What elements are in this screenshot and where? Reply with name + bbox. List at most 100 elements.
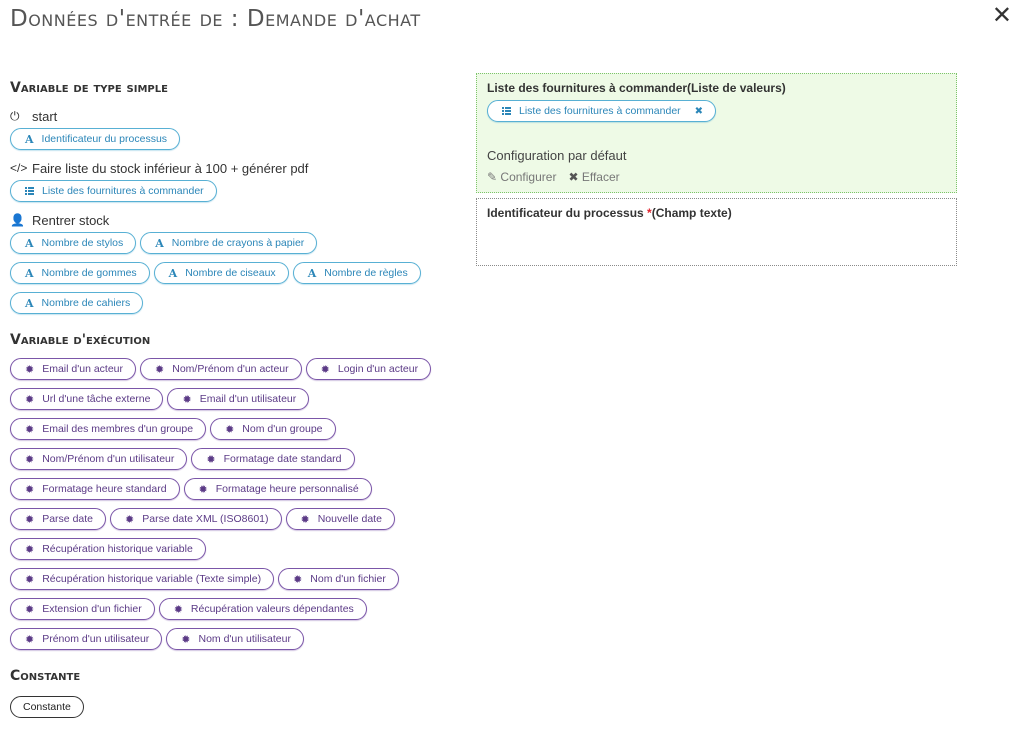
remove-icon[interactable]: ✖	[694, 105, 704, 117]
configure-button[interactable]: ✎ Configurer	[487, 170, 556, 184]
variable-chip[interactable]: A Nombre de ciseaux	[153, 262, 289, 284]
letter-a-icon: A	[25, 132, 34, 146]
clear-button[interactable]: ✖ Effacer	[568, 170, 619, 184]
page-title: Données d'entrée de : Demande d'achat	[10, 6, 421, 32]
execution-variable-chip[interactable]: ✹Récupération valeurs dépendantes	[158, 598, 367, 620]
id-panel-title: Identificateur du processus *(Champ text…	[487, 206, 946, 220]
execution-variable-chip[interactable]: ✹Nouvelle date	[285, 508, 395, 530]
gear-icon: ✹	[182, 393, 192, 406]
gear-icon: ✹	[25, 573, 35, 586]
clear-label: Effacer	[581, 170, 620, 184]
chip-label: Constante	[23, 701, 71, 713]
task-label: Faire liste du stock inférieur à 100 + g…	[32, 160, 309, 176]
execution-variable-chip[interactable]: ✹Email d'un utilisateur	[167, 388, 310, 410]
id-variable-panel[interactable]: Identificateur du processus *(Champ text…	[476, 198, 957, 266]
configure-label: Configurer	[500, 170, 557, 184]
chip-label: Login d'un acteur	[337, 363, 419, 375]
gear-icon: ✹	[198, 483, 208, 496]
letter-a-icon: A	[168, 266, 178, 280]
chip-label: Liste des fournitures à commander	[519, 105, 681, 117]
execution-variable-chip[interactable]: ✹ Nom d'un utilisateur	[166, 628, 304, 650]
chip-label: Nom d'un fichier	[310, 573, 386, 585]
gear-icon: ✹	[25, 393, 35, 406]
execution-variable-chip[interactable]: ✹Prénom d'un utilisateur	[10, 628, 163, 650]
gear-icon: ✹	[206, 453, 216, 466]
task-label-row: </> Faire liste du stock inférieur à 100 …	[10, 158, 460, 178]
variable-chip[interactable]: Liste des fournitures à commander	[10, 180, 217, 202]
execution-variable-chip[interactable]: ✹ Formatage date standard	[191, 448, 355, 470]
chip-label: Nombre de gommes	[41, 267, 137, 279]
execution-variable-chip[interactable]: ✹Nom d'un fichier	[278, 568, 399, 590]
power-icon: ⏻	[10, 108, 20, 123]
execution-variable-chip[interactable]: ✹Parse date XML (ISO8601)	[110, 508, 282, 530]
execution-variable-chip[interactable]: ✹ Récupération historique variable	[10, 538, 206, 560]
chip-label: Formatage date standard	[223, 453, 342, 465]
execution-variable-chip[interactable]: ✹Formatage heure standard	[10, 478, 180, 500]
gear-icon: ✹	[181, 633, 191, 646]
clear-icon: ✖	[568, 170, 579, 184]
gear-icon: ✹	[155, 363, 165, 376]
simple-variables-title: Variable de type simple	[10, 80, 168, 96]
id-panel-type: (Champ texte)	[651, 206, 732, 220]
variable-chip[interactable]: A Nombre de règles	[292, 262, 421, 284]
variable-chip-group: Liste des fournitures à commander	[10, 180, 460, 210]
constant-list: Constante	[10, 696, 460, 726]
list-icon	[25, 187, 34, 195]
edit-icon: ✎	[487, 170, 498, 184]
gear-icon: ✹	[25, 543, 35, 556]
execution-variable-chip[interactable]: ✹Parse date	[10, 508, 107, 530]
execution-variable-chip[interactable]: ✹Email des membres d'un groupe	[10, 418, 207, 440]
list-panel-title: Liste des fournitures à commander(Liste …	[487, 81, 786, 95]
execution-variable-chip[interactable]: ✹ Nom/Prénom d'un utilisateur	[10, 448, 188, 470]
chip-label: Liste des fournitures à commander	[42, 185, 204, 197]
gear-icon: ✹	[25, 513, 35, 526]
gear-icon: ✹	[173, 603, 183, 616]
constant-chip[interactable]: Constante	[10, 696, 84, 718]
chip-label: Nombre de stylos	[41, 237, 124, 249]
gear-icon: ✹	[25, 453, 35, 466]
chip-label: Parse date XML (ISO8601)	[142, 513, 269, 525]
execution-variable-chip[interactable]: ✹Récupération historique variable (Texte…	[10, 568, 275, 590]
chip-label: Prénom d'un utilisateur	[42, 633, 150, 645]
letter-a-icon: A	[155, 236, 164, 250]
list-variable-panel[interactable]: Liste des fournitures à commander(Liste …	[476, 73, 957, 193]
default-config-label: Configuration par défaut	[487, 148, 627, 163]
chip-label: Nom d'un utilisateur	[198, 633, 291, 645]
selected-variable-chip[interactable]: Liste des fournitures à commander ✖	[487, 100, 717, 122]
letter-a-icon: A	[307, 266, 317, 280]
chip-label: Récupération historique variable	[42, 543, 193, 555]
task-label: Rentrer stock	[32, 212, 110, 228]
close-icon[interactable]: ✕	[991, 2, 1012, 29]
chip-label: Nombre de règles	[324, 267, 408, 279]
chip-label: Nom/Prénom d'un utilisateur	[42, 453, 175, 465]
code-icon: </>	[10, 161, 28, 175]
gear-icon: ✹	[25, 483, 35, 496]
execution-variable-chip[interactable]: ✹Email d'un acteur	[10, 358, 137, 380]
execution-variable-chip[interactable]: ✹Formatage heure personnalisé	[183, 478, 372, 500]
chip-label: Nombre de cahiers	[41, 297, 131, 309]
execution-variable-chip[interactable]: ✹ Nom/Prénom d'un acteur	[140, 358, 302, 380]
variable-chip[interactable]: A Nombre de crayons à papier	[140, 232, 318, 254]
variable-chip[interactable]: A Nombre de cahiers	[10, 292, 144, 314]
execution-variable-chip[interactable]: ✹Login d'un acteur	[305, 358, 432, 380]
execution-variable-chip[interactable]: ✹Nom d'un groupe	[210, 418, 336, 440]
execution-variables-title: Variable d'exécution	[10, 332, 151, 348]
chip-label: Nom/Prénom d'un acteur	[172, 363, 289, 375]
chip-label: Email des membres d'un groupe	[42, 423, 194, 435]
execution-variable-chip[interactable]: ✹Url d'une tâche externe	[10, 388, 164, 410]
execution-variable-chip[interactable]: ✹Extension d'un fichier	[10, 598, 155, 620]
chip-label: Nouvelle date	[317, 513, 382, 525]
letter-a-icon: A	[25, 296, 34, 310]
gear-icon: ✹	[225, 423, 235, 436]
chip-label: Nombre de ciseaux	[185, 267, 276, 279]
chip-label: Extension d'un fichier	[42, 603, 142, 615]
task-label-row: 👤Rentrer stock	[10, 210, 460, 230]
chip-label: Nombre de crayons à papier	[171, 237, 305, 249]
constant-title: Constante	[10, 668, 81, 684]
